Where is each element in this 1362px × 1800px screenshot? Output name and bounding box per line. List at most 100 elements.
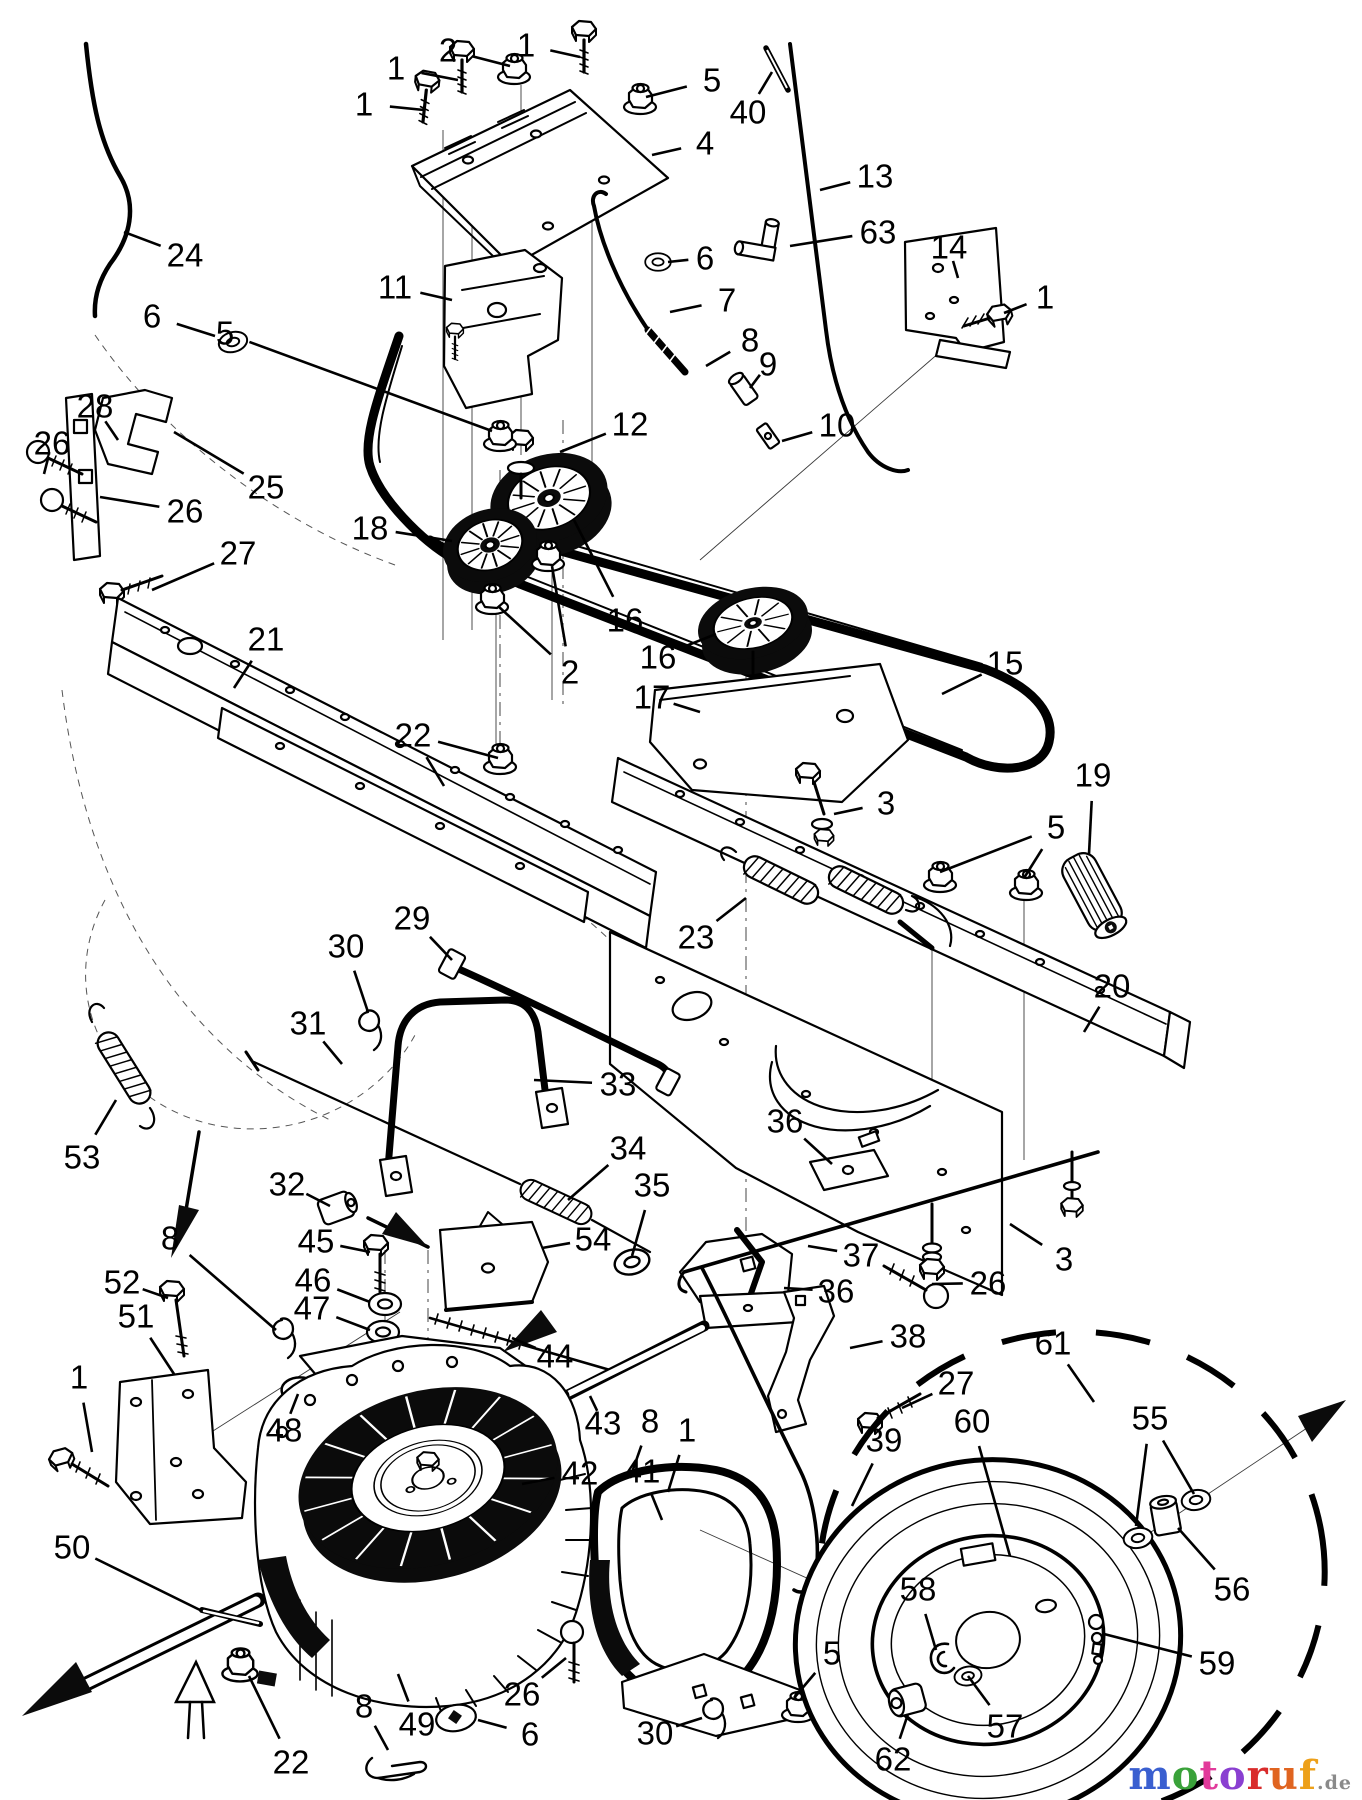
part-number-callout: 58 <box>900 1571 937 1608</box>
leader-line <box>628 1445 643 1479</box>
part-number-callout: 41 <box>624 1453 661 1490</box>
part-number-callout: 55 <box>1132 1400 1169 1437</box>
watermark-letter: o <box>1171 1752 1200 1799</box>
part-number-callout: 50 <box>54 1529 91 1566</box>
leader-line <box>715 896 747 923</box>
leader-line <box>789 234 853 248</box>
bellcrank-drawing <box>678 1227 800 1330</box>
hex-bolt-icon <box>362 1233 390 1294</box>
leader-line <box>173 430 245 475</box>
clutch-rod-drawing <box>591 189 781 450</box>
leader-line <box>421 71 459 82</box>
leader-line <box>898 1713 910 1740</box>
leader-line <box>966 1675 991 1706</box>
leader-line <box>336 1288 371 1304</box>
leader-line <box>645 85 688 99</box>
part-number-callout: 9 <box>759 346 777 383</box>
brake-spring-drawing <box>88 1002 156 1130</box>
shift-grip-icon <box>1061 852 1128 940</box>
leader-line <box>667 258 689 264</box>
leader-line <box>188 1254 277 1331</box>
part-number-callout: 24 <box>167 237 204 274</box>
leader-line <box>437 740 499 760</box>
leader-line <box>1003 302 1028 315</box>
part-number-callout: 26 <box>34 425 71 462</box>
shoulder-bolt-icon <box>506 428 536 500</box>
flange-nut-icon <box>482 419 518 453</box>
leader-line <box>104 420 120 441</box>
watermark-letter: r <box>1246 1752 1269 1799</box>
part-number-callout: 8 <box>641 1403 659 1440</box>
axle-bracket-drawing <box>114 1368 248 1526</box>
part-number-callout: 52 <box>104 1264 141 1301</box>
part-number-callout: 27 <box>938 1365 975 1402</box>
roll-pin-icon <box>199 1607 263 1627</box>
washer-icon <box>1179 1486 1213 1514</box>
part-number-callout: 27 <box>220 535 257 572</box>
bushing-icon <box>316 1190 358 1226</box>
hairpin-clip-icon <box>272 1317 297 1360</box>
leader-line <box>833 806 863 816</box>
part-number-callout: 4 <box>696 125 714 162</box>
leader-line <box>541 1241 571 1250</box>
leader-line <box>511 1336 537 1350</box>
part-number-callout: 40 <box>730 94 767 131</box>
leader-line <box>99 495 160 509</box>
leader-line <box>850 1462 874 1507</box>
part-number-callout: 23 <box>678 919 715 956</box>
leader-line <box>675 1716 703 1728</box>
part-number-callout: 26 <box>504 1676 541 1713</box>
top-bolt-icon <box>411 70 440 125</box>
leader-line <box>550 565 567 647</box>
part-number-callout: 59 <box>1199 1645 1236 1682</box>
part-number-callout: 34 <box>610 1130 647 1167</box>
leader-line <box>673 702 701 714</box>
flange-nut-icon <box>622 82 658 116</box>
part-number-callout: 6 <box>143 298 161 335</box>
frame-rail-left-drawing <box>106 596 658 950</box>
part-number-callout: 3 <box>1055 1241 1073 1278</box>
part-number-callout: 29 <box>394 900 431 937</box>
leader-line <box>395 530 453 543</box>
part-number-callout: 14 <box>931 229 968 266</box>
leader-line <box>247 1675 281 1740</box>
part-number-callout: 46 <box>295 1262 332 1299</box>
leader-line <box>748 374 761 389</box>
leader-line <box>924 1613 938 1651</box>
flange-nut-icon <box>221 1647 259 1683</box>
part-number-callout: 61 <box>1035 1325 1072 1362</box>
motoruf-watermark-logo[interactable]: motoruf.de <box>1128 1756 1352 1796</box>
part-number-callout: 2 <box>561 654 579 691</box>
leader-line <box>176 322 216 338</box>
control-rod-drawing <box>677 1150 1100 1294</box>
leader-line <box>649 1492 664 1521</box>
leader-line <box>572 519 615 598</box>
watermark-suffix: .de <box>1317 1772 1352 1794</box>
wheel-assembly-drawing <box>792 1328 1328 1800</box>
part-number-callout: 30 <box>637 1715 674 1752</box>
lift-handle-drawing <box>437 948 681 1097</box>
part-number-callout: 35 <box>634 1167 671 1204</box>
part-number-callout: 42 <box>562 1455 599 1492</box>
leader-line <box>550 49 581 59</box>
leader-line <box>396 1673 410 1702</box>
part-number-callout: 36 <box>818 1273 855 1310</box>
part-number-callout: 8 <box>161 1220 179 1257</box>
leader-line <box>123 230 162 248</box>
part-number-callout: 5 <box>216 315 234 352</box>
part-number-callout: 53 <box>64 1139 101 1176</box>
clamp-bracket-drawing <box>25 388 174 606</box>
round-head-screw-icon <box>882 1263 950 1310</box>
leader-line <box>248 340 493 433</box>
leader-line <box>819 181 851 192</box>
part-number-callout: 47 <box>294 1290 331 1327</box>
leader-line <box>389 105 425 112</box>
part-number-callout: 2 <box>439 32 457 69</box>
leader-line <box>849 1339 883 1350</box>
part-number-callout: 30 <box>328 928 365 965</box>
part-number-callout: 43 <box>585 1405 622 1442</box>
part-number-callout: 32 <box>269 1166 306 1203</box>
